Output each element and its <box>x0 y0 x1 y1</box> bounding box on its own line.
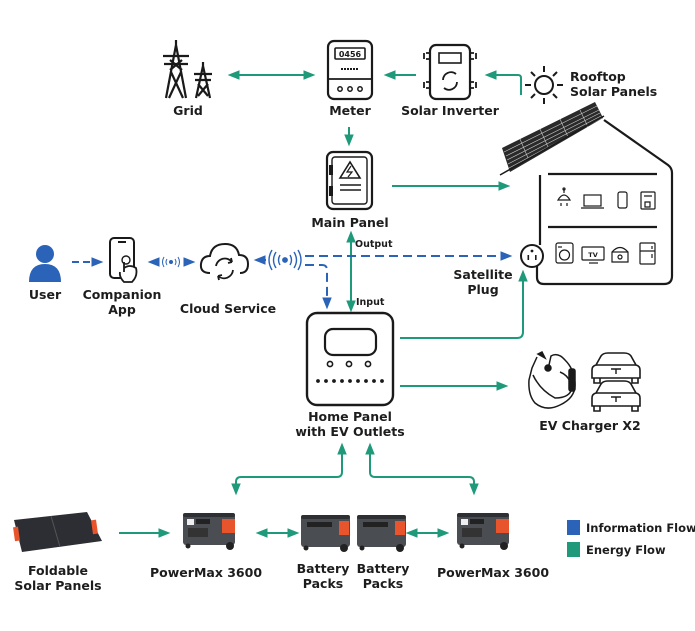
home-panel-outlets <box>316 379 384 383</box>
meter-icon: 0456 <box>326 39 374 101</box>
inverter-icon <box>423 43 477 101</box>
meter-label: Meter <box>329 103 371 118</box>
legend-information-label: Information Flow <box>586 521 695 535</box>
powermax-left-label: PowerMax 3600 <box>150 565 263 580</box>
user-icon <box>29 245 61 282</box>
satellite-plug-label-line1: Satellite <box>453 267 513 282</box>
home-panel-label-line2: with EV Outlets <box>295 424 405 439</box>
home-panel-icon <box>305 311 395 407</box>
edge-homepanel-plug <box>400 269 528 339</box>
foldable-solar-label-line2: Solar Panels <box>14 578 102 593</box>
battery-1-label-line2: Packs <box>302 576 344 591</box>
output-edge-label: Output <box>355 239 393 250</box>
smartphone-icon <box>617 191 628 209</box>
outlet-dot <box>356 379 360 383</box>
grid-label: Grid <box>173 103 203 118</box>
outlet-dot <box>380 379 384 383</box>
edge-homepanel-powermax-left <box>231 442 347 496</box>
battery-2-label-line2: Packs <box>362 576 404 591</box>
battery-2-label: Battery Packs <box>353 561 413 591</box>
rooftop-solar-label: Rooftop Solar Panels <box>570 69 657 99</box>
outlet-dot <box>324 379 328 383</box>
cloud-sync-icon <box>199 242 250 281</box>
car-icon <box>591 380 641 412</box>
power-station-icon <box>183 513 235 550</box>
outlet-dot <box>332 379 336 383</box>
edge-rooftop-inverter <box>484 70 522 95</box>
companion-app-label-line1: Companion <box>82 287 162 302</box>
solar-panel-icon <box>13 512 102 552</box>
ev-charger-icon <box>528 350 576 409</box>
edge-homepanel-powermax-right <box>365 442 479 496</box>
battery-2-label-line1: Battery <box>356 561 410 576</box>
sun-icon <box>525 66 563 104</box>
meter-display-value: 0456 <box>339 50 362 59</box>
ceiling-light-icon <box>556 187 572 206</box>
tv-icon: TV <box>581 246 605 264</box>
rooftop-solar-panel-icon <box>499 102 605 176</box>
satellite-plug-label-line2: Plug <box>467 282 499 297</box>
outlet-dot <box>372 379 376 383</box>
foldable-solar-label-line1: Foldable <box>28 563 88 578</box>
battery-1-label: Battery Packs <box>293 561 353 591</box>
outlet-dot <box>348 379 352 383</box>
electrical-panel-icon <box>325 150 374 211</box>
coffee-machine-icon <box>640 191 656 210</box>
laptop-icon <box>581 194 604 209</box>
outlet-dot <box>364 379 368 383</box>
legend-swatch-energy <box>567 542 580 557</box>
rooftop-solar-label-line2: Solar Panels <box>570 84 658 99</box>
home-panel-label: Home Panel with EV Outlets <box>295 409 405 439</box>
battery-1-label-line1: Battery <box>296 561 350 576</box>
outlet-icon <box>520 244 544 268</box>
power-tower-icon <box>163 40 212 99</box>
foldable-solar-label: Foldable Solar Panels <box>8 563 108 593</box>
solar-inverter-label: Solar Inverter <box>401 103 499 118</box>
car-icon <box>591 352 641 384</box>
user-label: User <box>28 287 62 302</box>
washing-machine-icon <box>555 242 574 264</box>
powermax-right-label: PowerMax 3600 <box>437 565 550 580</box>
rice-cooker-icon <box>611 246 629 263</box>
legend-swatch-information <box>567 520 580 535</box>
satellite-plug-label: Satellite Plug <box>448 267 518 297</box>
battery-pack-icon <box>301 515 350 552</box>
edge-wifi-homepanel <box>305 264 332 310</box>
legend-energy-label: Energy Flow <box>586 543 666 557</box>
tv-label: TV <box>588 251 597 259</box>
wireless-signal-icon <box>162 256 180 268</box>
cloud-service-label: Cloud Service <box>179 301 277 316</box>
input-edge-label: Input <box>356 297 385 308</box>
wireless-broadcast-icon <box>268 249 302 271</box>
main-panel-label: Main Panel <box>311 215 389 230</box>
companion-app-label: Companion App <box>82 287 162 317</box>
phone-touch-icon <box>109 237 138 283</box>
rooftop-solar-label-line1: Rooftop <box>570 69 626 84</box>
house-icon <box>535 119 674 286</box>
outlet-dot <box>316 379 320 383</box>
companion-app-label-line2: App <box>108 302 136 317</box>
outlet-dot <box>340 379 344 383</box>
power-station-icon <box>457 513 509 550</box>
battery-pack-icon <box>357 515 406 552</box>
refrigerator-icon <box>639 242 656 265</box>
ev-charger-label: EV Charger X2 <box>539 418 641 433</box>
home-panel-label-line1: Home Panel <box>308 409 392 424</box>
